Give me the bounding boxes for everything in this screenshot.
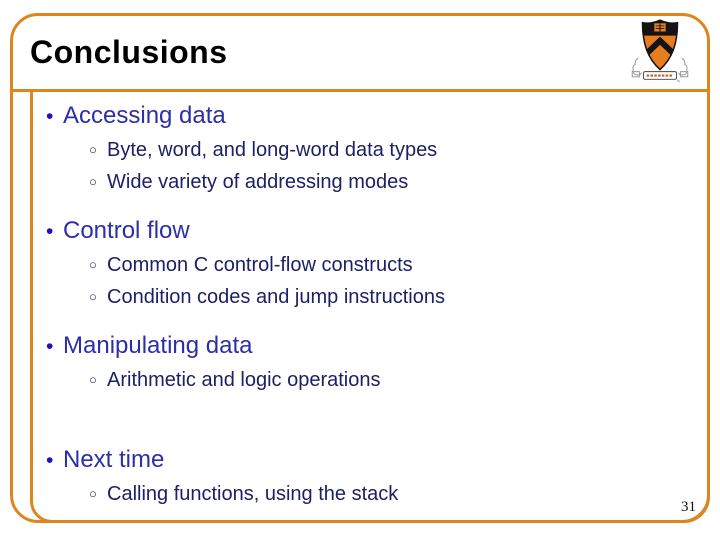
bullet-circle-icon: ○ (89, 486, 97, 501)
bullet-text: Common C control-flow constructs (107, 254, 413, 276)
bullet-section-next-time: • Next time ○ Calling functions, using the… (46, 443, 691, 510)
bullet-section-control-flow: • Control flow ○ Common C control-flow con… (46, 214, 691, 313)
bullet-item-level2: ○ Arithmetic and logic operations (89, 364, 691, 396)
bullet-circle-icon: ○ (89, 142, 97, 157)
bullet-circle-icon: ○ (89, 174, 97, 189)
bullet-dot-icon: • (46, 220, 54, 243)
bullet-section-manipulating-data: • Manipulating data ○ Arithmetic and logic… (46, 329, 691, 396)
content-box: • Accessing data ○ Byte, word, and long-wo… (30, 89, 710, 523)
bullet-circle-icon: ○ (89, 372, 97, 387)
bullet-section-accessing-data: • Accessing data ○ Byte, word, and long-wo… (46, 99, 691, 198)
bullet-text: Manipulating data (63, 332, 253, 359)
bullet-item-level2: ○ Wide variety of addressing modes (89, 166, 691, 198)
bullet-circle-icon: ○ (89, 289, 97, 304)
bullet-text: Byte, word, and long-word data types (107, 139, 438, 161)
bullet-circle-icon: ○ (89, 257, 97, 272)
bullet-item-level2: ○ Condition codes and jump instructions (89, 281, 691, 313)
bullet-text: Arithmetic and logic operations (107, 369, 381, 391)
bullet-item-level2: ○ Byte, word, and long-word data types (89, 134, 691, 166)
princeton-shield-icon (626, 13, 694, 85)
bullet-text: Wide variety of addressing modes (107, 171, 409, 193)
bullet-item-level1: • Next time (46, 443, 691, 478)
bullet-text: Condition codes and jump instructions (107, 286, 445, 308)
page-title: Conclusions (30, 34, 228, 70)
bullet-item-level1: • Accessing data (46, 99, 691, 134)
bullet-dot-icon: • (46, 335, 54, 358)
bullet-dot-icon: • (46, 449, 54, 472)
bullet-text: Calling functions, using the stack (107, 483, 399, 505)
bullet-text: Control flow (63, 217, 190, 244)
bullet-text: Next time (63, 446, 165, 473)
bullet-dot-icon: • (46, 105, 54, 128)
bullet-item-level1: • Control flow (46, 214, 691, 249)
bullet-text: Accessing data (63, 102, 226, 129)
page-number: 31 (681, 499, 696, 515)
bullet-item-level2: ○ Calling functions, using the stack (89, 478, 691, 510)
bullet-item-level1: • Manipulating data (46, 329, 691, 364)
bullet-item-level2: ○ Common C control-flow constructs (89, 249, 691, 281)
